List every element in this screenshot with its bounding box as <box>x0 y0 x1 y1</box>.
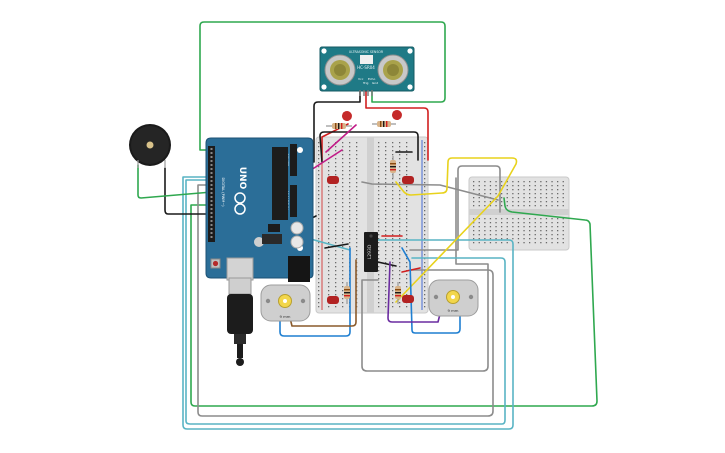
wire-gray-1[interactable] <box>197 184 494 417</box>
main-breadboard[interactable] <box>315 136 429 314</box>
power-jack[interactable] <box>288 256 310 282</box>
arduino-logo-icon <box>234 192 246 215</box>
usb-port[interactable] <box>226 257 254 281</box>
usb-cable-icon[interactable] <box>227 277 253 366</box>
sensor-pin-vcc: Vcc <box>358 77 364 81</box>
motor-right-label: 9 mm <box>447 308 458 313</box>
wire-black-2[interactable] <box>319 131 419 163</box>
sensor-transducer-left <box>324 54 356 86</box>
wire-gray-4[interactable] <box>361 181 499 201</box>
motor-driver-ic[interactable]: L293D <box>364 232 378 272</box>
ultrasonic-sensor[interactable]: ULTRASONIC SENSOR HC-SR04 Vcc Trig Echo … <box>319 46 415 96</box>
board-model-label: UNO <box>237 167 247 190</box>
wire-blue-1[interactable] <box>279 247 351 337</box>
resistor-bottom-left-icon[interactable] <box>344 282 350 304</box>
ic-label: L293D <box>367 244 373 259</box>
sensor-pin-gnd: Gnd <box>372 81 378 85</box>
wire-gray-3[interactable] <box>361 177 489 372</box>
resistor-mid-icon[interactable] <box>390 156 396 178</box>
sensor-transducer-right <box>377 54 409 86</box>
analog-header[interactable] <box>290 144 297 217</box>
wire-black-3[interactable] <box>164 167 213 215</box>
resistor-top-right-icon[interactable] <box>372 121 396 127</box>
resistor-top-left-icon[interactable] <box>326 123 352 129</box>
digital-header[interactable] <box>208 146 215 242</box>
wire-magenta-2[interactable] <box>325 124 357 153</box>
arduino-uno-board[interactable]: DIGITAL (PWM~) POWER ANALOG IN UNO <box>205 137 314 282</box>
wire-green-top[interactable] <box>199 21 446 151</box>
wire-purple[interactable] <box>387 261 441 323</box>
sensor-pins[interactable] <box>359 90 373 96</box>
wire-gray-2[interactable] <box>409 165 501 251</box>
led-top-right-icon[interactable] <box>390 108 403 121</box>
digital-header-label: DIGITAL (PWM~) <box>221 177 225 207</box>
led-mid-right-icon[interactable] <box>402 176 414 184</box>
led-bottom-right-icon[interactable] <box>402 295 414 303</box>
wire-black-1[interactable] <box>313 89 361 163</box>
motor-left-label: 9 mm <box>279 314 290 319</box>
sensor-pin-echo: Echo <box>368 77 375 81</box>
wire-black-6[interactable] <box>377 261 397 267</box>
motor-left-icon[interactable]: 9 mm <box>260 284 311 322</box>
wire-red-1[interactable] <box>365 89 429 161</box>
wire-brown[interactable] <box>289 259 357 327</box>
wire-black-5[interactable] <box>324 243 349 249</box>
led-mid-left-icon[interactable] <box>327 176 339 184</box>
wire-green-buzzer[interactable] <box>137 164 213 199</box>
resistor-bottom-right-icon[interactable] <box>395 282 401 304</box>
motor-right-icon[interactable]: 9 mm <box>428 279 479 317</box>
led-bottom-left-icon[interactable] <box>327 296 339 304</box>
wire-cyan-1[interactable] <box>182 176 514 430</box>
led-top-left-icon[interactable] <box>340 109 353 122</box>
sensor-silkscreen: ULTRASONIC SENSOR <box>349 50 384 54</box>
buzzer-icon[interactable] <box>129 124 171 168</box>
wire-green-bottom[interactable] <box>190 197 598 407</box>
wire-cyan-2[interactable] <box>185 179 506 425</box>
wire-yellow[interactable] <box>395 157 518 303</box>
wire-blue-2[interactable] <box>401 247 461 334</box>
sensor-pin-trig: Trig <box>362 81 368 85</box>
microcontroller-chip <box>272 147 288 220</box>
sensor-brand-label: HC-SR04 <box>357 65 375 70</box>
